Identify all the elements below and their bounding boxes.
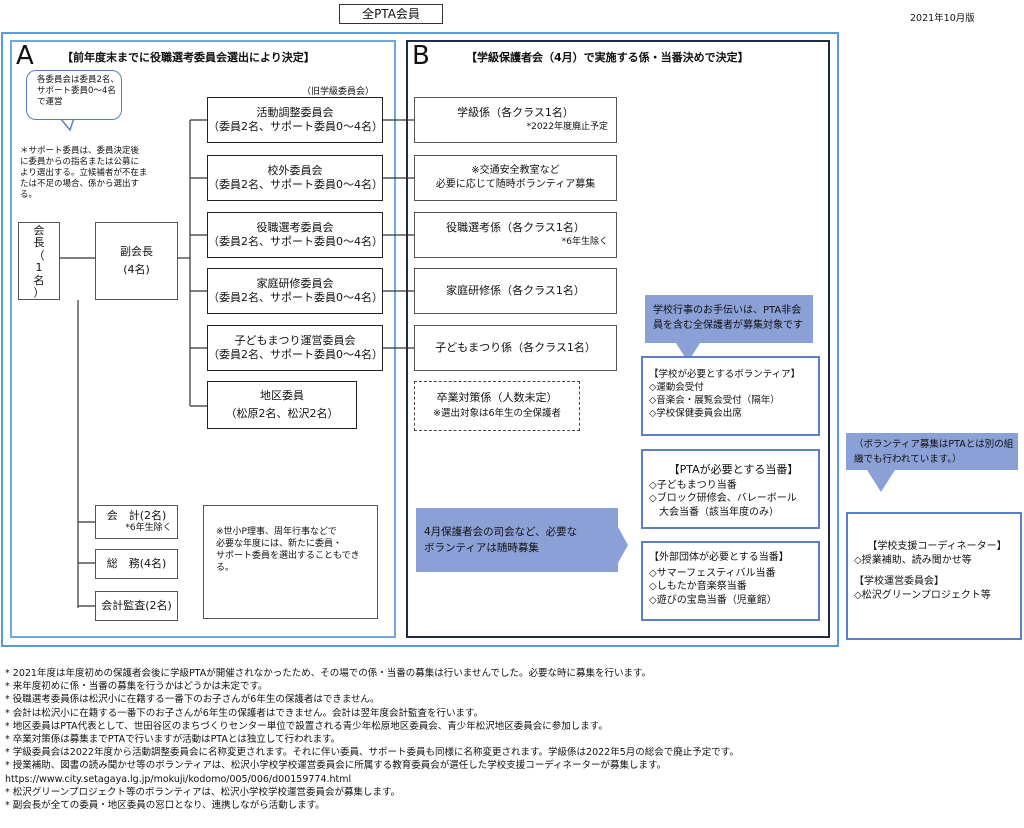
committee-outside-school: 校外委員会（委員2名、サポート委員0～4名） (207, 155, 383, 201)
footnote: * 副会長が全ての委員・地区委員の窓口となり、連携しながら活動します。 (5, 800, 325, 812)
footnotes: * 2021年度は年度初めの保護者会後に学級PTAが開催されなかったため、その場… (5, 667, 1020, 812)
footnote: * 卒業対策係は募集までPTAで行いますが活動はPTAとは独立して行われます。 (5, 734, 341, 746)
section-b-header: 【学級保護者会（4月）で実施する係・当番決めで決定】 (466, 51, 749, 64)
treasurer-note: *6年生除く (125, 523, 172, 533)
school-event-callout: 学校行事のお手伝いは、PTA非会 員を含む全保護者が募集対象です (645, 295, 813, 343)
meeting-volunteer-arrow: 4月保護者会の司会など、必要な ボランティアは随時募集 (416, 508, 618, 572)
section-b-frame (406, 40, 830, 638)
coordinator-box: 【学校支援コーディネーター】 ◇授業補助、読み聞かせ等 【学校運営委員会】 ◇松… (846, 512, 1022, 640)
footnote: * 来年度初めに係・当番の募集を行うかはどうかは未定です。 (5, 681, 268, 693)
footnote: * 学級委員会は2022年度から活動調整委員会に名称変更されます。それに伴い委員… (5, 747, 739, 759)
auditor-box: 会計監査(2名) (95, 591, 178, 621)
footnote: * 地区委員はPTA代表として、世田谷区のまちづくりセンター単位で設置される青少… (5, 720, 608, 732)
callout-line: サポート委員0～4名 (37, 86, 116, 96)
section-a-letter: A (16, 41, 34, 71)
district-committee: 地区委員（松原2名、松沢2名） (207, 381, 357, 429)
outer-frame (1, 32, 839, 647)
school-volunteer-box: 【学校が必要とするボランティア】 ◇運動会受付 ◇音楽会・展覧会受付（隔年） ◇… (641, 356, 820, 436)
committee-officer-selection: 役職選考委員会（委員2名、サポート委員0～4名） (207, 212, 383, 258)
committee-activity-coordination: 活動調整委員会（委員2名、サポート委員0～4名） (207, 97, 383, 143)
role-class: 学級係（各クラス1名） *2022年度廃止予定 (414, 97, 617, 143)
role-traffic-safety: ※交通安全教室など必要に応じて随時ボランティア募集 (414, 155, 617, 201)
president-box: 会 長 （ 1 名 ） (18, 222, 60, 300)
committee-home-study: 家庭研修委員会（委員2名、サポート委員0～4名） (207, 268, 383, 314)
support-member-note: ＊サポート委員は、委員決定後 に委員からの指名または公募に より選出する。立候補… (20, 146, 148, 200)
footnote: * 松沢グリーンプロジェクト等のボランティアは、松沢小学校学校運営委員会が募集し… (5, 786, 400, 798)
extra-committee-note: ※世小P理事、周年行事などで 必要な年度には、新たに委員・ サポート委員を選出す… (203, 505, 378, 619)
old-committee-label: （旧学級委員会） (302, 87, 375, 97)
edition-label: 2021年10月版 (910, 13, 975, 24)
footnote-url: https://www.city.setagaya.lg.jp/mokuji/k… (5, 773, 352, 785)
footnote: * 会計は松沢小に在籍する一番下のお子さんが6年生の保護者はできません。会計は翌… (5, 707, 484, 719)
role-graduation: 卒業対策係（人数未定） ※選出対象は6年生の全保護者 (414, 381, 580, 431)
coordinator-callout: （ボランティア募集はPTAとは別の組 織でも行われています。） (846, 433, 1018, 470)
role-officer-selection: 役職選考係（各クラス1名） *6年生除く (414, 212, 617, 258)
footnote: * 役職選考委員係は松沢小に在籍する一番下のお子さんが6年生の保護者はできません… (5, 694, 380, 706)
section-a-header: 【前年度末までに役職選考委員会選出により決定】 (62, 51, 315, 64)
committee-size-callout: 各委員会は委員2名、 サポート委員0～4名 で運営 (26, 70, 122, 120)
callout-line: で運営 (37, 97, 63, 107)
external-duty-box: 【外部団体が必要とする当番】 ◇サマーフェスティバル当番 ◇しもたか音楽祭当番 … (641, 541, 820, 621)
footnote: * 授業補助、図書の読み聞かせ等のボランティアは、松沢小学校学校運営委員会に所属… (5, 760, 667, 772)
role-home-study: 家庭研修係（各クラス1名） (414, 268, 617, 314)
vice-president-box: 副会長 (4名) (95, 222, 178, 300)
page-title: 全PTA会員 (339, 4, 443, 24)
general-affairs-box: 総 務(4名) (95, 549, 178, 579)
treasurer-box: 会 計(2名) *6年生除く (95, 505, 178, 539)
callout-line: 各委員会は委員2名、 (37, 75, 119, 85)
committee-kids-festival: 子どもまつり運営委員会（委員2名、サポート委員0～4名） (207, 325, 383, 371)
section-b-letter: B (412, 41, 430, 71)
section-a-frame (10, 40, 396, 638)
footnote: * 2021年度は年度初めの保護者会後に学級PTAが開催されなかったため、その場… (5, 668, 652, 679)
pta-duty-box: 【PTAが必要とする当番】 ◇子どもまつり当番 ◇ブロック研修会、バレーボール … (641, 449, 820, 529)
role-kids-festival: 子どもまつり係（各クラス1名） (414, 325, 617, 371)
